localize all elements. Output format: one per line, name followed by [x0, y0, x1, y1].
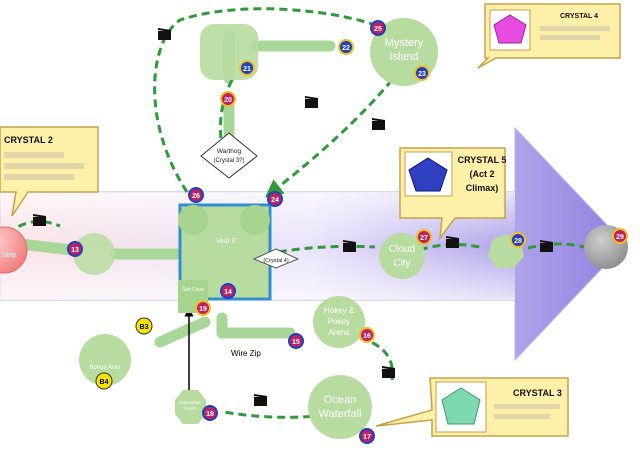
svg-text:15: 15 [292, 339, 300, 346]
node-hub2[interactable]: Hub 2 [178, 203, 272, 301]
badge-14[interactable]: 14 [220, 283, 236, 299]
svg-text:Warthog: Warthog [217, 148, 242, 155]
callout-crystal2: CRYSTAL 2 [0, 126, 99, 217]
b3-marker[interactable]: B3 [135, 317, 153, 335]
warthog-marker[interactable]: Warthog (Crystal 3?) [200, 132, 258, 179]
callout-crystal3: CRYSTAL 3 [375, 377, 569, 437]
svg-text:Waterfall: Waterfall [319, 408, 362, 420]
svg-text:27: 27 [420, 235, 428, 242]
svg-text:Island: Island [389, 51, 418, 63]
callout-crystal4: CRYSTAL 4 [477, 3, 621, 69]
wire-zip-label: Wire Zip [231, 349, 261, 358]
badge-28[interactable]: 28 [510, 232, 526, 248]
node-hokey-pokey-arena[interactable]: Hokey & Pokey Arena [313, 296, 365, 348]
badge-19[interactable]: 19 [195, 300, 211, 316]
badge-18[interactable]: 18 [202, 405, 218, 421]
svg-text:CRYSTAL 5: CRYSTAL 5 [458, 155, 507, 165]
b4-marker[interactable]: B4 [95, 372, 113, 390]
node-bonus-area[interactable]: Bonus Area [79, 334, 131, 386]
crystal-gem-icon [408, 157, 448, 192]
badge-21[interactable]: 21 [239, 60, 255, 76]
svg-text:22: 22 [342, 45, 350, 52]
svg-text:(Crystal 3?): (Crystal 3?) [213, 158, 244, 164]
svg-text:19: 19 [199, 306, 207, 313]
svg-text:20: 20 [224, 97, 232, 104]
svg-text:29: 29 [616, 234, 624, 241]
node-ocean-waterfall[interactable]: Ocean Waterfall [308, 375, 372, 439]
svg-text:Trench: Trench [183, 406, 197, 411]
svg-text:Submarine: Submarine [179, 400, 201, 405]
badge-24[interactable]: 24 [267, 191, 283, 207]
badge-26[interactable]: 26 [188, 187, 204, 203]
svg-text:Climax): Climax) [466, 183, 499, 193]
svg-text:14: 14 [224, 289, 232, 296]
svg-text:24: 24 [271, 197, 279, 204]
badge-23[interactable]: 23 [414, 65, 430, 81]
badge-17[interactable]: 17 [359, 428, 375, 444]
svg-text:CRYSTAL 2: CRYSTAL 2 [4, 135, 53, 145]
svg-text:B4: B4 [100, 379, 109, 386]
badge-13[interactable]: 13 [67, 241, 83, 257]
badge-25[interactable]: 25 [370, 20, 386, 36]
svg-text:Cloud: Cloud [389, 244, 415, 255]
svg-text:CRYSTAL 4: CRYSTAL 4 [560, 13, 598, 20]
svg-text:18: 18 [206, 411, 214, 418]
svg-text:B3: B3 [140, 324, 149, 331]
clapperboard-icon [33, 28, 553, 406]
badge-20[interactable]: 20 [220, 91, 236, 107]
node-unnamed-a[interactable] [73, 233, 115, 275]
level-badges: 13 14 15 16 17 18 19 20 21 22 23 24 25 2… [67, 20, 628, 444]
svg-text:Pokey: Pokey [328, 317, 350, 326]
svg-text:21: 21 [243, 66, 251, 73]
svg-text:26: 26 [192, 193, 200, 200]
svg-text:Hub 2: Hub 2 [217, 238, 236, 245]
badge-15[interactable]: 15 [288, 333, 304, 349]
crystal4-sign[interactable]: (Crystal 4) [252, 248, 300, 269]
callout-crystal5: CRYSTAL 5 (Act 2 Climax) [399, 147, 507, 241]
svg-text:Ocean: Ocean [324, 394, 356, 406]
svg-text:25: 25 [374, 26, 382, 33]
svg-text:28: 28 [514, 238, 522, 245]
badge-29[interactable]: 29 [612, 228, 628, 244]
badge-27[interactable]: 27 [416, 229, 432, 245]
solid-connectors [14, 30, 336, 348]
svg-text:13: 13 [71, 247, 79, 254]
badge-22[interactable]: 22 [338, 39, 354, 55]
svg-text:Mystery: Mystery [385, 37, 424, 49]
svg-text:17: 17 [363, 434, 371, 441]
svg-text:(Crystal 4): (Crystal 4) [263, 258, 289, 264]
node-submarine-trench[interactable]: Submarine Trench [175, 390, 206, 424]
svg-text:Bonus Area: Bonus Area [89, 365, 121, 371]
node-strip[interactable]: Strip [0, 226, 28, 274]
svg-text:CRYSTAL 3: CRYSTAL 3 [513, 388, 562, 398]
svg-text:Sub Cave: Sub Cave [182, 287, 204, 293]
badge-16[interactable]: 16 [359, 327, 375, 343]
crystal-gem-icon [441, 387, 481, 425]
node-cloud-city[interactable]: Cloud City [379, 233, 425, 279]
svg-text:City: City [393, 258, 410, 269]
svg-text:(Act 2: (Act 2 [469, 169, 494, 179]
svg-text:16: 16 [363, 333, 371, 340]
crystal-gem-icon [493, 14, 527, 44]
svg-text:Hokey &: Hokey & [324, 306, 355, 315]
svg-text:Arena: Arena [328, 328, 350, 337]
svg-text:23: 23 [418, 71, 426, 78]
svg-text:Strip: Strip [2, 252, 17, 259]
